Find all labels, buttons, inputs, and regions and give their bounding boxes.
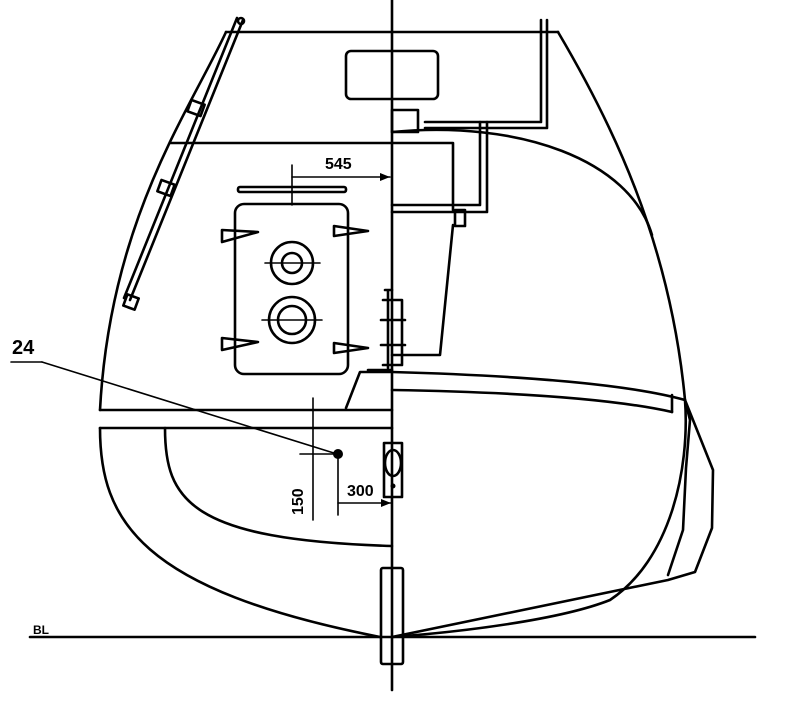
drain-fitting-pin (390, 483, 396, 489)
left-rail-top-end (236, 16, 246, 26)
hull-right (390, 398, 687, 639)
dim-150-label: 150 (290, 488, 307, 515)
pipe-bracket (390, 108, 420, 134)
hull-right-skeg (390, 398, 715, 639)
pipe-support (453, 208, 467, 228)
hatch-door (233, 202, 350, 376)
canopy-right-dome (390, 128, 654, 237)
drain-fitting-ring (383, 448, 403, 478)
keel-block (379, 566, 405, 666)
left-rail-clip-2 (156, 178, 176, 198)
canopy-left-side (98, 30, 228, 412)
deck-step (344, 370, 394, 410)
left-grab-rail (122, 16, 245, 302)
hull-left (98, 426, 382, 639)
item-24-leader (41, 361, 338, 455)
left-rail-foot (122, 293, 140, 311)
fender-bottom (98, 393, 674, 430)
hinge-bottom-left (220, 336, 260, 352)
fender-top (98, 370, 687, 414)
dim-545-arrow (380, 173, 390, 181)
dim-300-label: 300 (347, 483, 374, 500)
inner-console (390, 141, 455, 357)
release-mechanism (379, 288, 407, 370)
canopy-right-side (556, 30, 687, 402)
item-24-label: 24 (12, 337, 35, 359)
right-grab-rail (423, 18, 549, 130)
drain-fitting (382, 441, 404, 499)
roof-window (344, 49, 440, 101)
latch-bottom-right (332, 341, 370, 355)
hull-inner-left (163, 426, 394, 548)
hinge-top-left (220, 228, 260, 244)
dim-300-arrow (381, 499, 391, 507)
left-rail-clip-1 (186, 98, 206, 118)
baseline-label: BL (33, 623, 49, 637)
latch-top-right (332, 224, 370, 238)
dim-545-label: 545 (325, 156, 352, 173)
right-pipe (390, 120, 489, 214)
